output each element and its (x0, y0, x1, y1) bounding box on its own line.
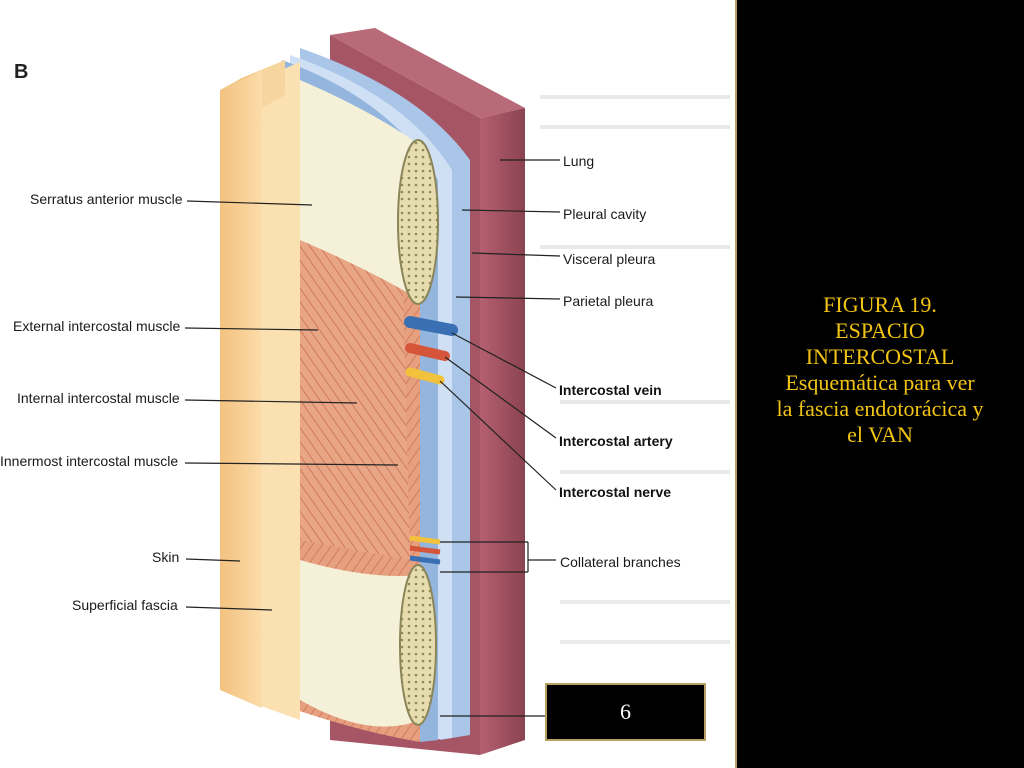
page-number: 6 (620, 699, 631, 724)
intercostal-diagram: B Serratus anterior muscle External inte… (0, 28, 730, 755)
anatomy-figure: B Serratus anterior muscle External inte… (0, 0, 735, 768)
ribs (300, 80, 439, 727)
leader-parietal-pleura (455, 296, 561, 300)
label-pleural-cavity: Pleural cavity (563, 206, 646, 222)
panel-divider (735, 0, 737, 768)
left-labels: Serratus anterior muscle External interc… (0, 191, 399, 613)
skin-layers (220, 60, 300, 720)
skin-layer (220, 70, 262, 708)
figure-caption: FIGURA 19. ESPACIO INTERCOSTAL Esquemáti… (742, 292, 1018, 448)
label-internal: Internal intercostal muscle (17, 390, 180, 406)
right-labels: Lung Pleural cavity Visceral pleura Pari… (439, 153, 681, 717)
nerve-fiber (405, 367, 445, 385)
label-superficial-fascia: Superficial fascia (72, 597, 178, 613)
label-lung: Lung (563, 153, 594, 169)
upper-rib-section (397, 139, 439, 305)
lower-rib (300, 560, 420, 727)
lung-front-face (480, 108, 525, 755)
artery-vessel (405, 343, 450, 361)
visceral-pleura-layer (300, 48, 470, 740)
label-intercostal-nerve: Intercostal nerve (559, 484, 671, 500)
leader-superficial-fascia (185, 606, 273, 611)
leader-serratus (186, 200, 313, 206)
label-intercostal-artery: Intercostal artery (559, 433, 673, 449)
leader-vein (451, 332, 557, 389)
label-parietal-pleura: Parietal pleura (563, 293, 653, 309)
lung-top-face (330, 28, 525, 118)
upper-rib (300, 80, 420, 300)
neurovascular-bundle (404, 316, 458, 565)
leader-artery (444, 356, 557, 439)
collateral-artery (409, 545, 441, 555)
leader-visceral-pleura (471, 252, 561, 257)
caption-line-2: ESPACIO (835, 318, 925, 343)
leader-external (184, 327, 319, 331)
label-visceral-pleura: Visceral pleura (563, 251, 656, 267)
label-collateral-branches: Collateral branches (560, 554, 681, 570)
lower-rib-section (399, 564, 437, 726)
page-number-box: 6 (545, 683, 706, 741)
leader-skin (185, 558, 241, 562)
panel-letter: B (14, 61, 28, 83)
background-text-lines (540, 95, 730, 644)
fascia-layer (258, 62, 300, 720)
leader-internal (184, 399, 358, 404)
caption-line-6: el VAN (847, 422, 913, 447)
caption-line-5: la fascia endotorácica y (776, 396, 984, 421)
label-innermost: Innermost intercostal muscle (0, 453, 178, 469)
label-intercostal-vein: Intercostal vein (559, 382, 662, 398)
label-external: External intercostal muscle (13, 318, 181, 334)
caption-line-3: INTERCOSTAL (805, 344, 955, 369)
top-tab (585, 0, 695, 6)
caption-line-4: Esquemática para ver (785, 370, 975, 395)
caption-line-1: FIGURA 19. (823, 292, 937, 317)
label-serratus: Serratus anterior muscle (30, 191, 183, 207)
collateral-vein (409, 555, 441, 565)
collateral-nerve (409, 535, 441, 545)
label-skin: Skin (152, 549, 179, 565)
vein-vessel (404, 316, 458, 336)
leader-pleural-cavity (461, 209, 561, 213)
leader-innermost (184, 462, 399, 466)
leader-nerve (439, 380, 557, 491)
